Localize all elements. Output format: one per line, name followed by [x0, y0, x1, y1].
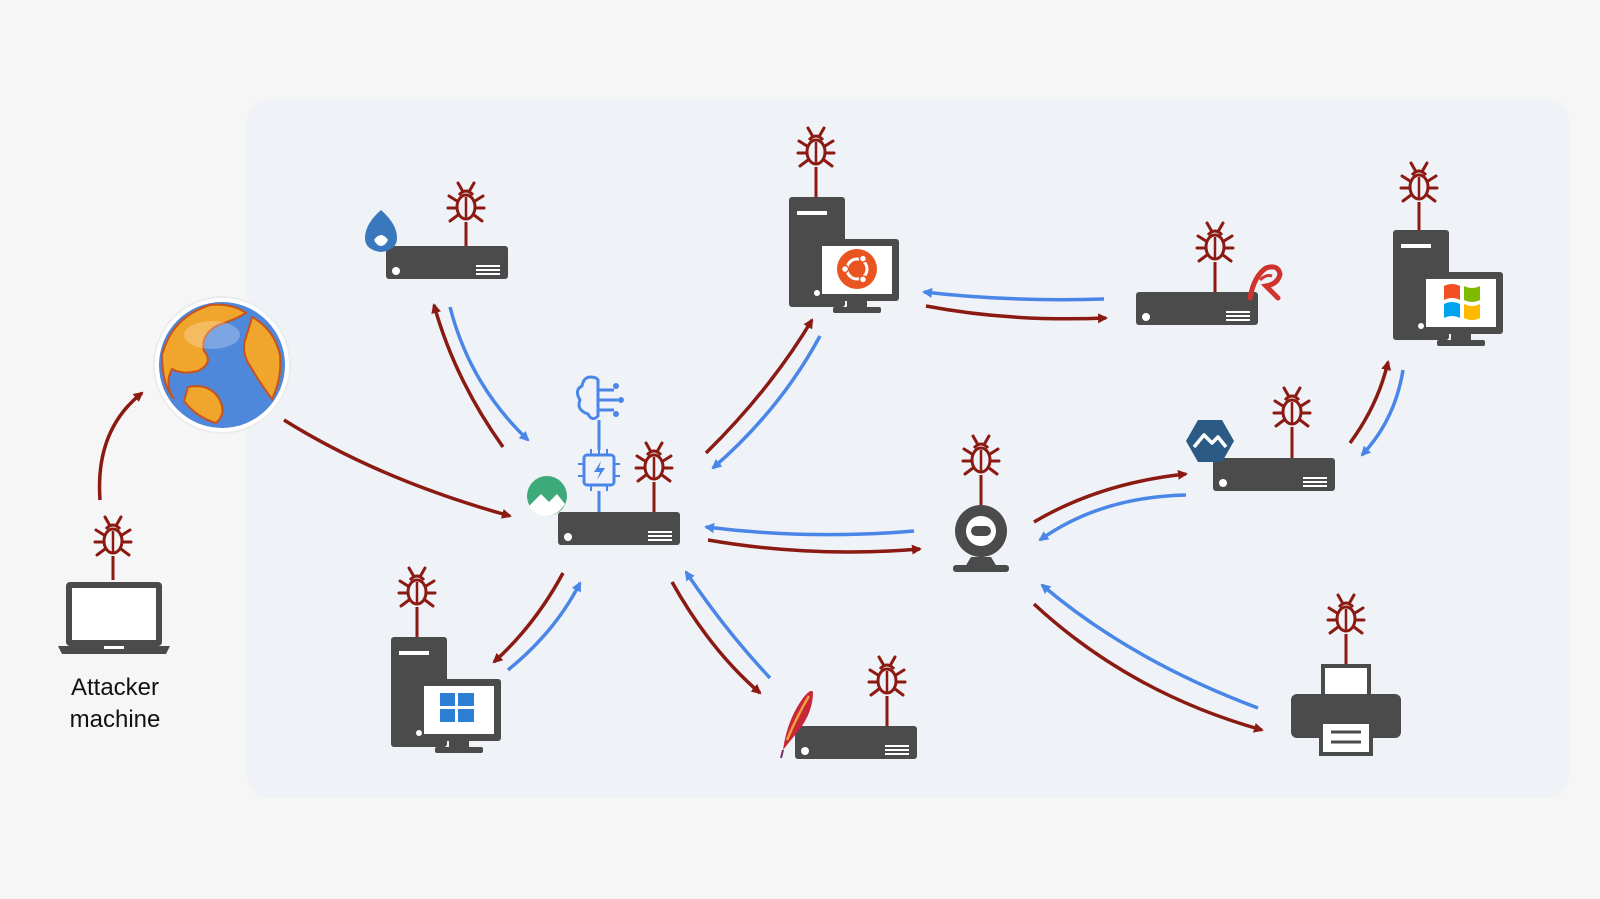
ubuntu-desktop: [789, 126, 899, 313]
webcam-icon: [953, 505, 1009, 572]
server-icon: [794, 725, 918, 760]
laptop-icon: [58, 582, 170, 654]
attack-arrow-gateway-to-webcam: [707, 538, 922, 555]
drupal-icon: [365, 210, 397, 252]
ai-gateway-server: [527, 375, 681, 546]
windows-icon: [440, 693, 474, 722]
response-arrow-alpine-to-webcam: [1038, 493, 1187, 542]
webcam: [953, 434, 1009, 572]
attacker-label-line1: Attacker: [70, 674, 160, 701]
globe-icon: [153, 296, 291, 434]
attack-arrow-ubuntu-to-rails: [925, 304, 1108, 324]
bug-icon: [867, 655, 907, 697]
rails-server: [1135, 221, 1283, 326]
attack-arrow-gateway-to-ubuntu: [704, 318, 814, 455]
brain-icon: [575, 375, 624, 421]
bug-icon: [1399, 161, 1439, 203]
attack-arrow-gateway-to-apache: [670, 581, 762, 695]
response-arrow-rails-to-ubuntu: [922, 287, 1105, 302]
server-icon: [1212, 457, 1336, 492]
attacker-label-line2: machine: [69, 706, 161, 733]
ubuntu-icon: [837, 249, 877, 289]
windows-xp-desktop: [1393, 161, 1503, 346]
bug-icon: [796, 126, 836, 168]
alpine-icon: [1186, 420, 1234, 462]
response-arrow-ubuntu-to-gateway: [711, 335, 822, 470]
rails-icon: [1247, 264, 1283, 301]
attack-arrow-webcam-to-alpine: [1033, 469, 1188, 524]
apache-feather-icon: [780, 690, 813, 759]
response-arrow-drupal-to-gateway: [448, 306, 530, 442]
windows-desktop: [391, 566, 501, 753]
attack-arrow-internet-to-gateway: [283, 418, 512, 519]
attack-arrow-webcam-to-printer: [1032, 602, 1264, 733]
rocky-icon: [527, 476, 567, 516]
alpine-server: [1186, 386, 1336, 492]
bug-icon: [961, 434, 1001, 476]
bug-icon: [1195, 221, 1235, 263]
attacker-machine-label: Attacker machine: [40, 672, 190, 736]
bug-icon: [397, 566, 437, 608]
response-arrow-printer-to-webcam: [1040, 583, 1259, 710]
attack-arrow-laptop-to-internet: [97, 391, 144, 501]
server-icon: [1135, 291, 1259, 326]
response-arrow-windows-to-gateway: [506, 581, 582, 672]
printer-icon: [1291, 664, 1401, 756]
windows-xp-icon: [1444, 284, 1480, 320]
response-arrow-winxp-to-alpine: [1360, 369, 1405, 457]
apache-server: [780, 655, 918, 760]
attack-arrow-gateway-to-drupal: [431, 303, 505, 449]
bug-icon: [1326, 593, 1366, 635]
server-icon: [385, 245, 509, 280]
chip-icon: [578, 449, 620, 491]
response-arrow-webcam-to-gateway: [704, 523, 915, 537]
response-arrow-apache-to-gateway: [684, 570, 772, 680]
printer: [1291, 593, 1401, 756]
server-icon: [557, 511, 681, 546]
bug-icon: [93, 515, 133, 557]
drupal-server: [365, 181, 509, 280]
attack-arrow-gateway-to-windows: [492, 572, 565, 664]
bug-icon: [446, 181, 486, 223]
bug-icon: [634, 441, 674, 483]
bug-icon: [1272, 386, 1312, 428]
attacker-laptop: [58, 515, 170, 654]
attack-arrow-alpine-to-winxp: [1348, 360, 1392, 445]
